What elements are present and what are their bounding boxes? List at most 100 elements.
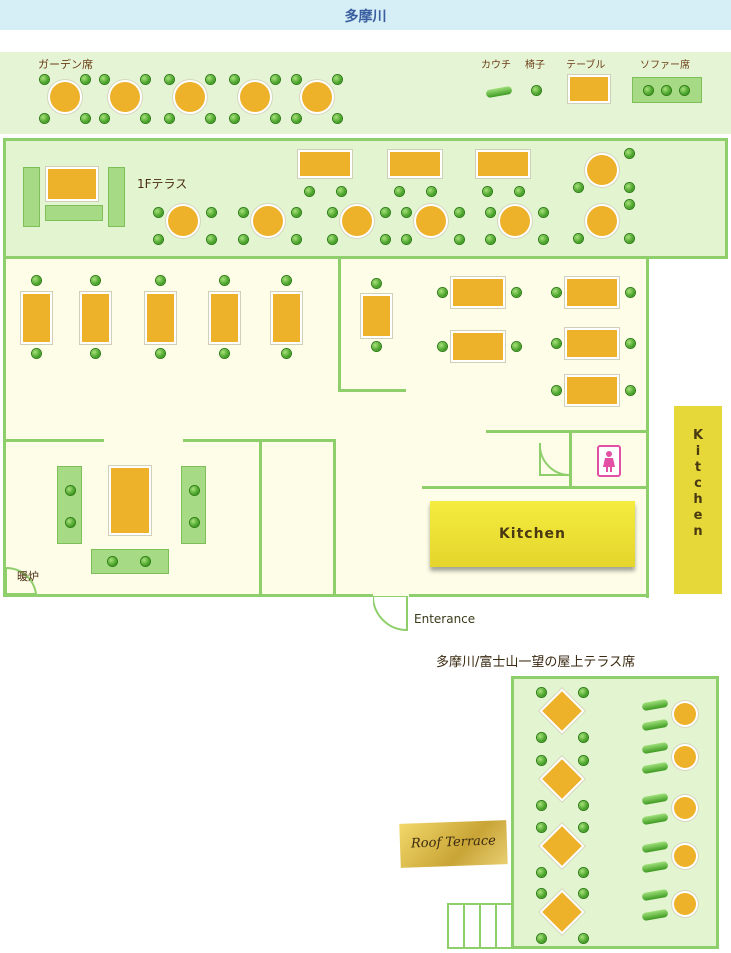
- wall: [569, 430, 572, 487]
- kitchen-side-letter: h: [693, 492, 703, 507]
- chair: [574, 183, 583, 192]
- chair: [626, 288, 635, 297]
- chair: [66, 486, 75, 495]
- terrace-1f-label: 1Fテラス: [137, 177, 188, 191]
- wall: [420, 256, 425, 259]
- stairs-step: [495, 903, 513, 949]
- chair: [381, 235, 390, 244]
- chair: [537, 823, 546, 832]
- kitchen-side-letter: c: [694, 476, 702, 491]
- chair: [206, 114, 215, 123]
- chair: [579, 733, 588, 742]
- chair: [292, 235, 301, 244]
- chair: [552, 386, 561, 395]
- garden-label: ガーデン席: [38, 58, 93, 71]
- garden-table: [110, 82, 140, 112]
- chair: [292, 75, 301, 84]
- chair: [512, 288, 521, 297]
- restroom-door: [538, 442, 571, 479]
- chair: [537, 733, 546, 742]
- chair: [402, 235, 411, 244]
- terrace-round-table: [500, 206, 530, 236]
- chair: [552, 339, 561, 348]
- terrace-round-table: [342, 206, 372, 236]
- dining-table: [147, 294, 174, 342]
- terrace-round-table: [253, 206, 283, 236]
- chair: [626, 339, 635, 348]
- garden-table: [175, 82, 205, 112]
- chair: [239, 208, 248, 217]
- dining-table: [23, 294, 50, 342]
- fireplace-label: 暖炉: [17, 570, 39, 583]
- wall: [3, 256, 6, 597]
- chair: [207, 208, 216, 217]
- chair: [579, 868, 588, 877]
- chair: [141, 114, 150, 123]
- terrace-round-table: [587, 206, 617, 236]
- dining-table: [567, 377, 617, 404]
- chair: [141, 75, 150, 84]
- chair: [220, 349, 229, 358]
- legend-chair-icon: [532, 86, 541, 95]
- wall: [6, 256, 78, 259]
- roof-round-table: [674, 797, 696, 819]
- chair: [455, 208, 464, 217]
- terrace-round-table: [587, 155, 617, 185]
- chair: [539, 208, 548, 217]
- chair: [579, 823, 588, 832]
- chair: [230, 75, 239, 84]
- wall: [530, 256, 535, 259]
- chair: [66, 518, 75, 527]
- kitchen-side-letter: i: [695, 444, 701, 459]
- legend-chair-label: 椅子: [525, 60, 545, 71]
- garden-table: [302, 82, 332, 112]
- dining-table: [273, 294, 300, 342]
- wall: [6, 439, 104, 442]
- garden-table: [50, 82, 80, 112]
- chair: [271, 75, 280, 84]
- chair: [40, 75, 49, 84]
- wall: [259, 439, 262, 594]
- roof-round-table: [674, 703, 696, 725]
- chair: [537, 756, 546, 765]
- wall: [338, 256, 341, 392]
- dining-table: [567, 279, 617, 306]
- chair: [32, 276, 41, 285]
- chair: [282, 276, 291, 285]
- chair: [239, 235, 248, 244]
- chair: [625, 149, 634, 158]
- rooftop-title: 多摩川/富士山一望の屋上テラス席: [436, 655, 636, 670]
- chair: [372, 279, 381, 288]
- roof-terrace-badge: Roof Terrace: [399, 820, 508, 868]
- chair: [579, 934, 588, 943]
- chair: [165, 75, 174, 84]
- lounge-sofa-bottom: [91, 549, 169, 574]
- fireplace-icon: [5, 566, 38, 595]
- chair: [154, 235, 163, 244]
- wall: [409, 594, 649, 597]
- garden-table: [240, 82, 270, 112]
- legend-sofa-seat: [662, 86, 671, 95]
- chair: [537, 934, 546, 943]
- roof-round-table: [674, 845, 696, 867]
- lounge-sofa-left: [57, 466, 82, 544]
- chair: [625, 183, 634, 192]
- chair: [455, 235, 464, 244]
- chair: [141, 557, 150, 566]
- roof-round-table: [674, 746, 696, 768]
- chair: [579, 688, 588, 697]
- entrance-label: Enterance: [414, 612, 476, 626]
- wall: [646, 256, 649, 598]
- legend-couch-label: カウチ: [481, 60, 511, 71]
- chair: [220, 276, 229, 285]
- terrace-round-table: [168, 206, 198, 236]
- chair: [579, 801, 588, 810]
- chair: [40, 114, 49, 123]
- chair: [512, 342, 521, 351]
- chair: [427, 187, 436, 196]
- chair: [537, 688, 546, 697]
- chair: [438, 288, 447, 297]
- chair: [579, 889, 588, 898]
